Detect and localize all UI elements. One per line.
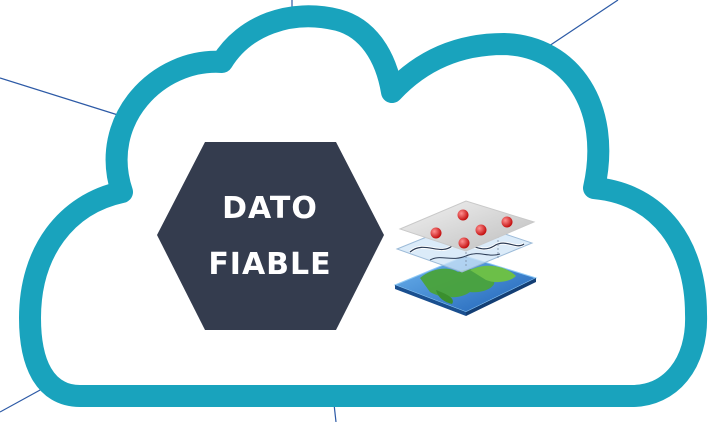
hexagon-shape bbox=[157, 142, 384, 330]
terrain-layer bbox=[393, 255, 538, 316]
connector-line-left bbox=[0, 77, 119, 116]
map-layers-icon bbox=[393, 200, 538, 316]
map-point bbox=[475, 224, 487, 236]
map-point bbox=[430, 227, 442, 239]
points-layer bbox=[398, 200, 536, 252]
map-point bbox=[458, 237, 470, 249]
badge-line-2: FIABLE bbox=[208, 247, 331, 282]
map-point bbox=[457, 209, 469, 221]
map-point bbox=[501, 216, 513, 228]
dato-fiable-badge: DATO FIABLE bbox=[157, 142, 384, 330]
badge-line-1: DATO bbox=[222, 191, 318, 226]
